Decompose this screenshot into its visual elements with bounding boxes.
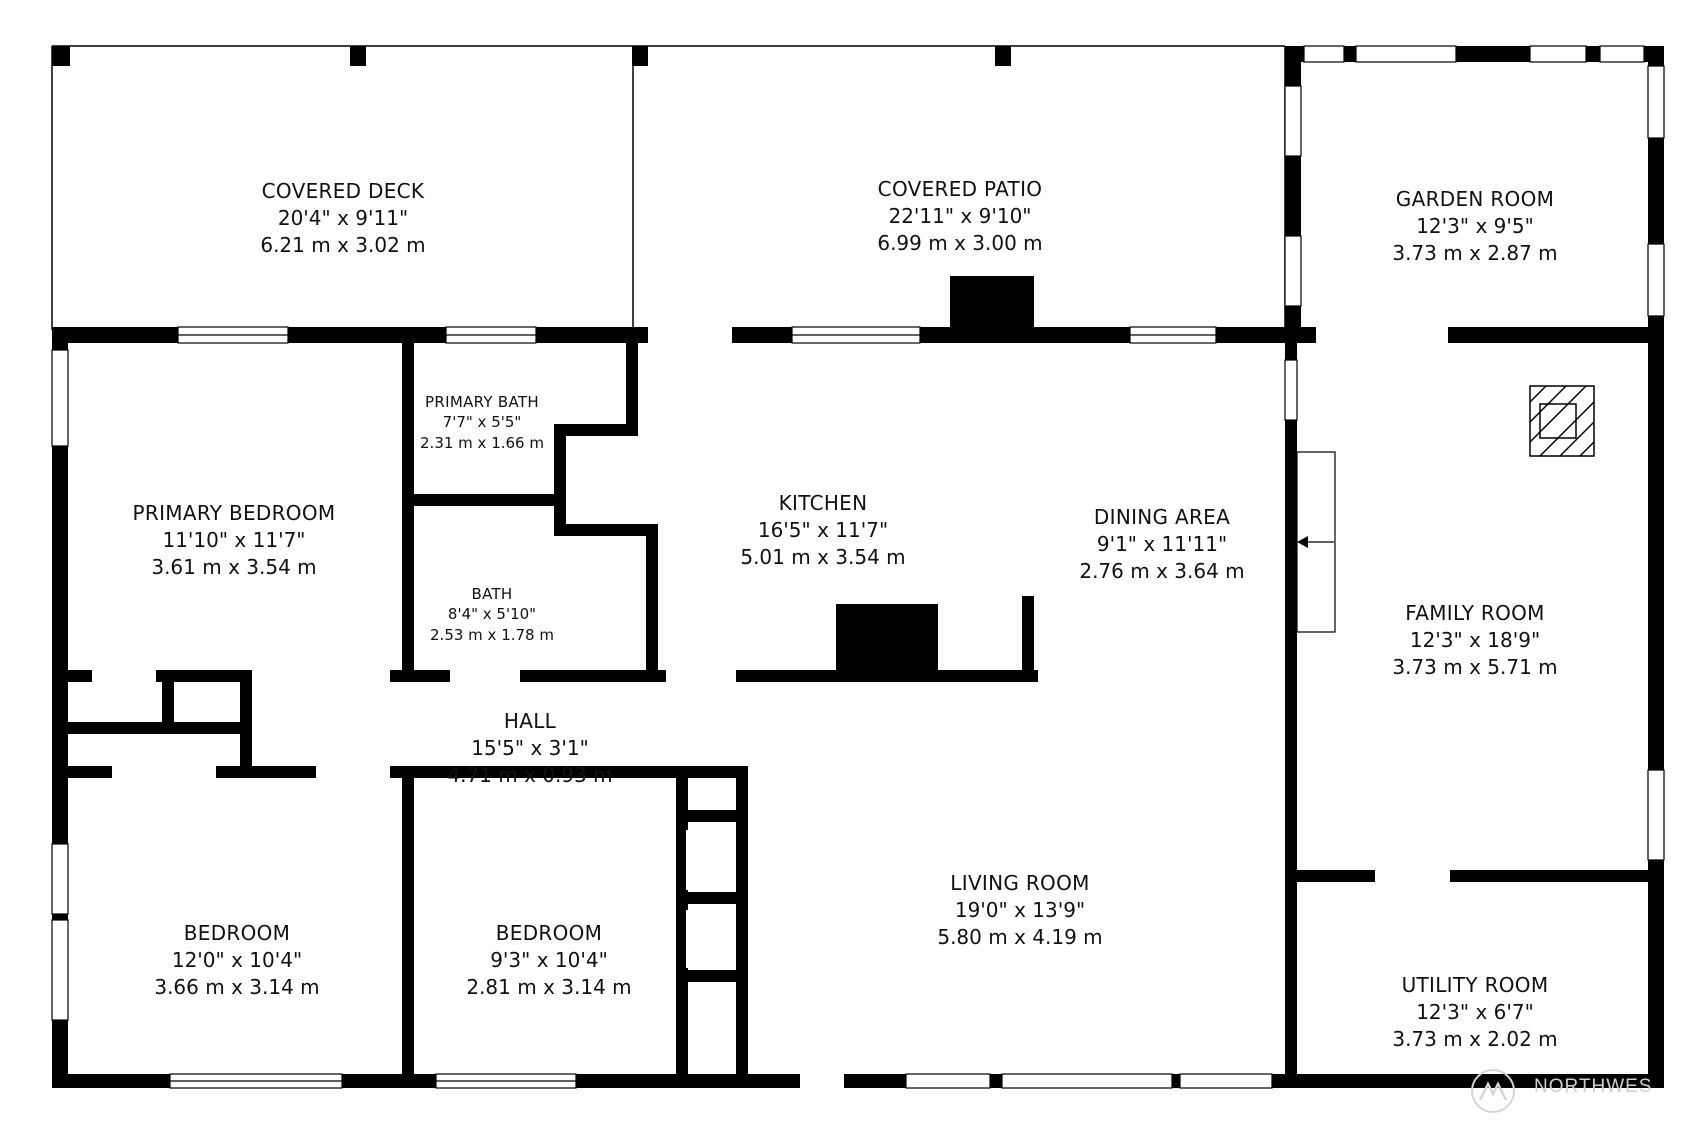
watermark-text: NORTHWES: [1534, 1076, 1653, 1097]
watermark-logo-icon: [1471, 1069, 1515, 1113]
door-arrow-icon: [1297, 536, 1308, 548]
walls: [52, 46, 1664, 1088]
windows: [51, 45, 1665, 1089]
posts: [52, 46, 1011, 66]
outdoor-outline: [51, 45, 1286, 330]
fireplace: [1529, 385, 1595, 457]
